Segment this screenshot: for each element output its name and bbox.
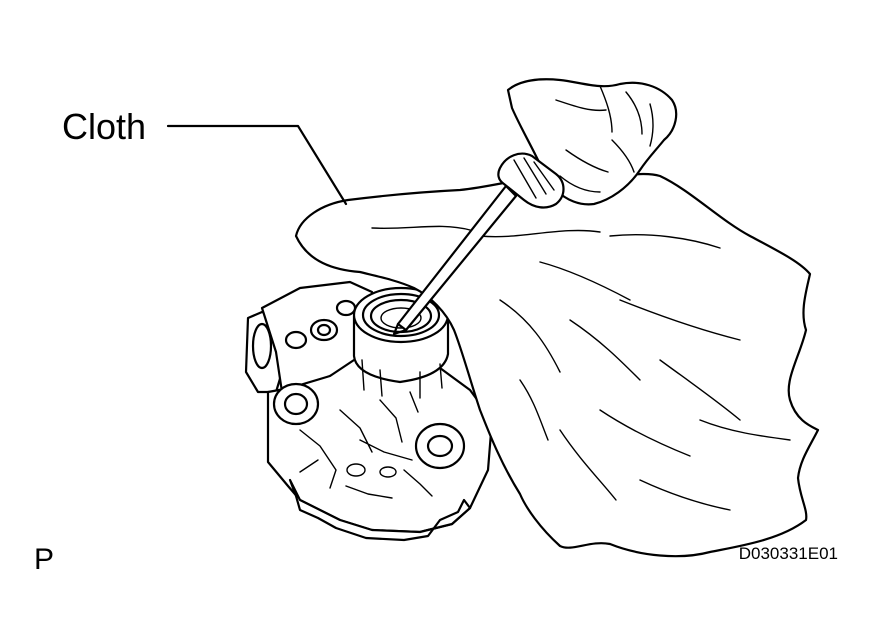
screwdriver [392, 152, 565, 336]
left-lower-bolt-hole [283, 392, 309, 416]
shaft-bore [380, 307, 422, 329]
screwdriver-handle-grip [513, 157, 555, 199]
upper-bolt-boss-3 [335, 299, 357, 317]
pump-housing [244, 280, 494, 542]
pump-base-flange [288, 478, 472, 542]
cloth-label: Cloth [62, 106, 146, 147]
left-flange-bore [251, 322, 273, 370]
cloth-leader-line [166, 124, 348, 206]
screwdriver-handle [497, 152, 565, 209]
cloth-folds [371, 225, 791, 511]
left-lower-boss [272, 382, 320, 426]
corner-label: P [34, 543, 54, 576]
hand-finger-lines [555, 85, 654, 193]
right-lower-bolt-hole [426, 434, 454, 458]
small-port-1 [346, 463, 366, 477]
upper-bolt-boss [309, 318, 339, 342]
right-lower-boss [414, 422, 466, 470]
screwdriver-tip [392, 322, 408, 336]
upper-bolt-boss-2 [284, 330, 308, 350]
seal-housing-ribs [361, 359, 443, 399]
figure-code: D030331E01 [739, 544, 838, 563]
upper-bolt-hole [316, 323, 332, 337]
pump-ribs [299, 391, 433, 499]
small-port-2 [379, 466, 397, 478]
